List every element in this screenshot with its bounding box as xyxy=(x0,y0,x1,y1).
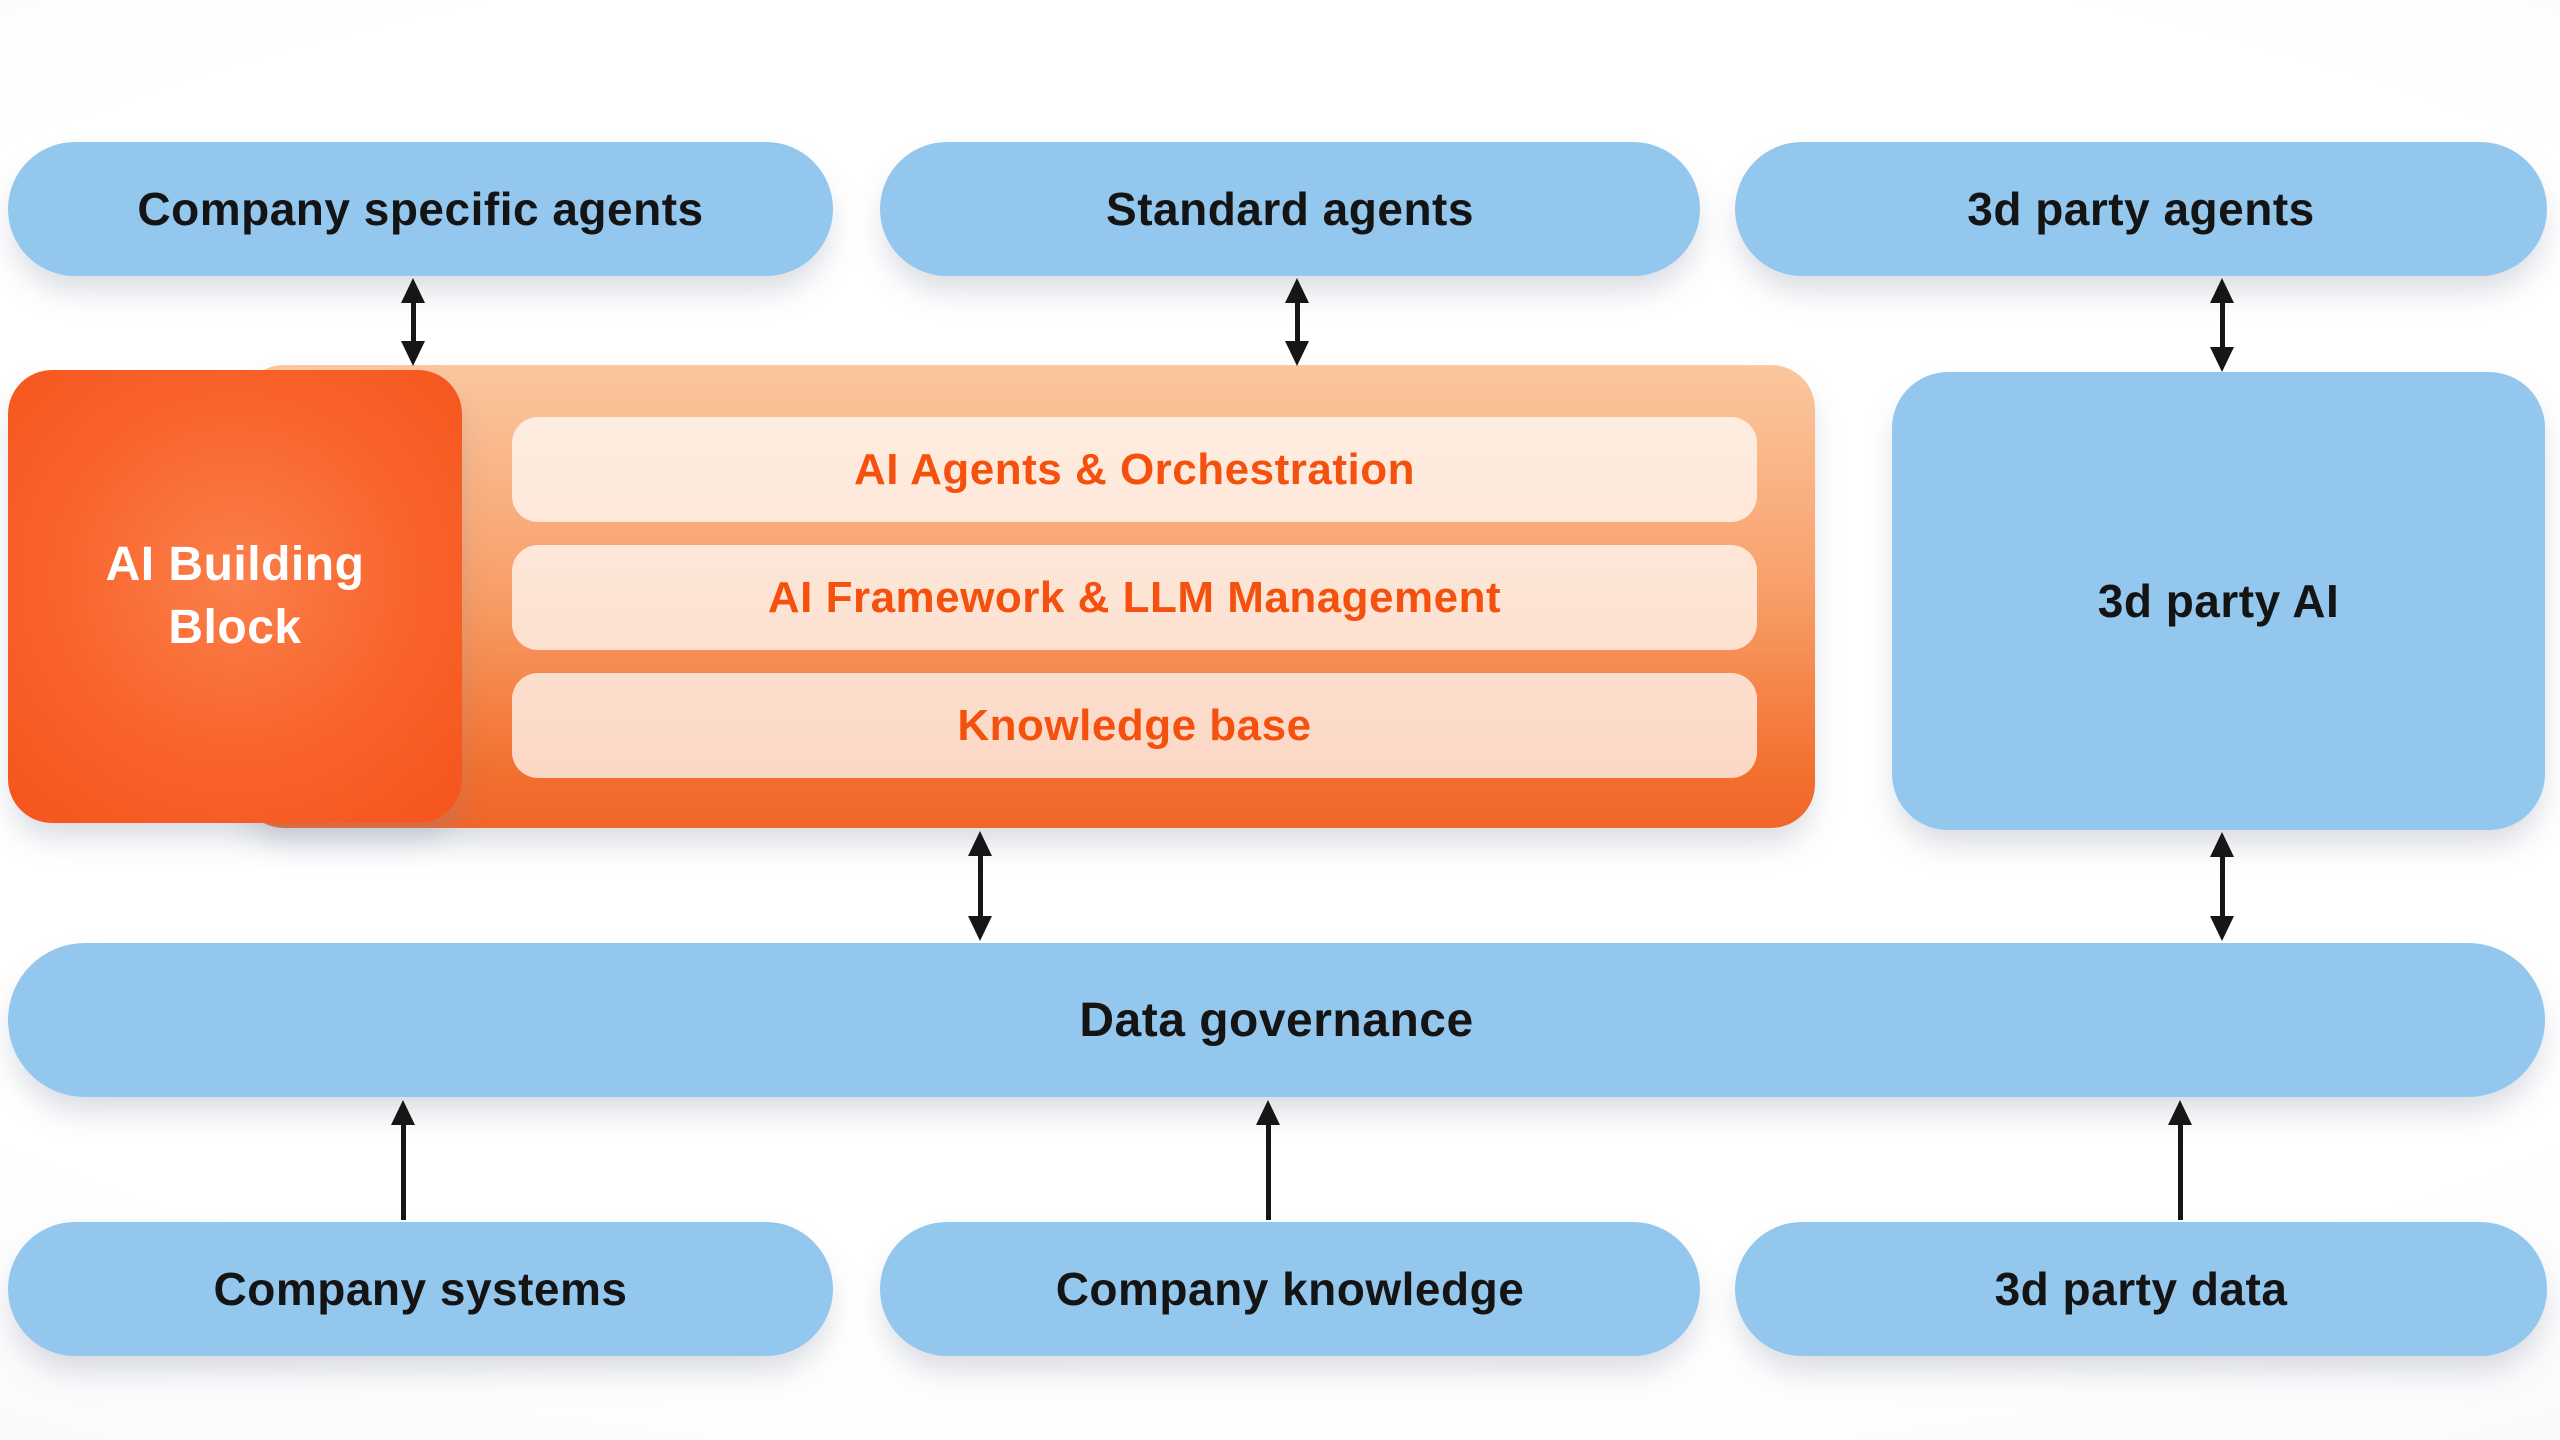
node-company-systems: Company systems xyxy=(8,1222,833,1356)
node-ai-agents-orchestration: AI Agents & Orchestration xyxy=(512,417,1757,522)
node-ai-framework-llm-management: AI Framework & LLM Management xyxy=(512,545,1757,650)
node-3d-party-data: 3d party data xyxy=(1735,1222,2547,1356)
arrow-head-up-icon xyxy=(391,1100,415,1125)
up-arrow-icon-company-knowledge-to-data-governance xyxy=(1254,1100,1282,1220)
node-label: 3d party agents xyxy=(1967,183,2315,235)
node-ai-building-block: AI Building Block xyxy=(8,370,462,823)
arrow-head-up-icon xyxy=(2210,278,2234,303)
double-arrow-icon-3d-party-agents-to-3d-party-ai xyxy=(2208,278,2236,372)
node-company-specific-agents: Company specific agents xyxy=(8,142,833,276)
node-knowledge-base: Knowledge base xyxy=(512,673,1757,778)
arrow-head-up-icon xyxy=(1256,1100,1280,1125)
arrow-head-down-icon xyxy=(1285,341,1309,366)
arrow-head-up-icon xyxy=(1285,278,1309,303)
arrow-shaft xyxy=(400,1124,406,1220)
node-label: Data governance xyxy=(1079,993,1474,1047)
double-arrow-icon-stack-to-data-governance xyxy=(966,831,994,941)
node-label: Company specific agents xyxy=(137,183,704,235)
double-arrow-icon-3d-party-ai-to-data-governance xyxy=(2208,832,2236,941)
node-label: Knowledge base xyxy=(957,700,1312,750)
double-arrow-icon-standard-agents-to-stack xyxy=(1283,278,1311,366)
arrow-head-down-icon xyxy=(2210,916,2234,941)
arrow-head-up-icon xyxy=(2168,1100,2192,1125)
arrow-head-up-icon xyxy=(2210,832,2234,857)
arrow-shaft xyxy=(2219,856,2225,917)
node-label: Company knowledge xyxy=(1055,1263,1525,1315)
node-3d-party-agents: 3d party agents xyxy=(1735,142,2547,276)
arrow-head-down-icon xyxy=(968,916,992,941)
up-arrow-icon-3d-party-data-to-data-governance xyxy=(2166,1100,2194,1220)
arrow-shaft xyxy=(977,855,983,917)
node-standard-agents: Standard agents xyxy=(880,142,1700,276)
arrow-shaft xyxy=(2219,302,2225,348)
ai-stack-rows: AI Agents & Orchestration AI Framework &… xyxy=(512,365,1757,828)
node-label: Company systems xyxy=(213,1263,628,1315)
arrow-head-up-icon xyxy=(968,831,992,856)
arrow-head-down-icon xyxy=(401,341,425,366)
arrow-shaft xyxy=(1294,302,1300,342)
node-label: Standard agents xyxy=(1106,183,1474,235)
node-label: 3d party AI xyxy=(2097,575,2340,627)
node-label: AI Framework & LLM Management xyxy=(767,572,1502,622)
node-label: AI Agents & Orchestration xyxy=(854,444,1415,494)
up-arrow-icon-company-systems-to-data-governance xyxy=(389,1100,417,1220)
arrow-shaft xyxy=(2177,1124,2183,1220)
arrow-head-down-icon xyxy=(2210,347,2234,372)
arrow-shaft xyxy=(1265,1124,1271,1220)
node-3d-party-ai: 3d party AI xyxy=(1892,372,2545,830)
double-arrow-icon-company-specific-to-building-block xyxy=(399,278,427,366)
arrow-shaft xyxy=(410,302,416,342)
node-label: AI Building Block xyxy=(105,538,365,654)
node-company-knowledge: Company knowledge xyxy=(880,1222,1700,1356)
node-data-governance: Data governance xyxy=(8,943,2545,1097)
node-label: 3d party data xyxy=(1994,1263,2288,1315)
arrow-head-up-icon xyxy=(401,278,425,303)
